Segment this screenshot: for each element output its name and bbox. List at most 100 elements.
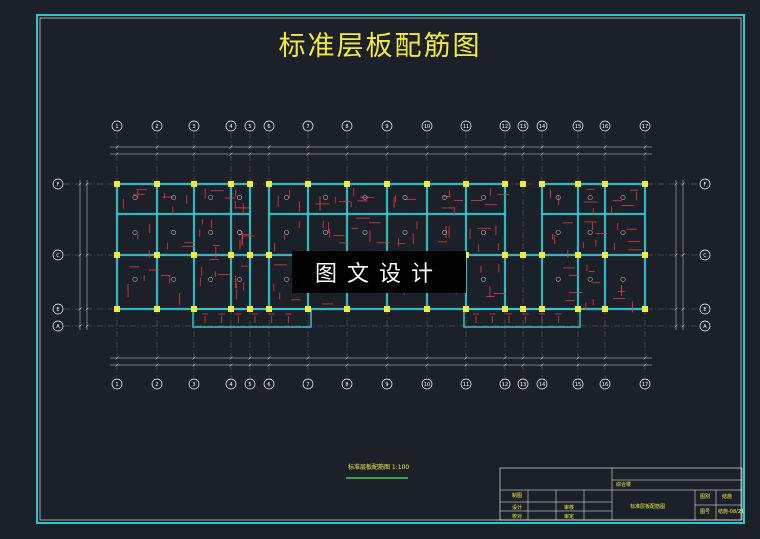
slab-tag bbox=[208, 276, 214, 282]
dimension-tick bbox=[385, 356, 389, 360]
axis-top-label-bubble bbox=[225, 120, 237, 132]
column bbox=[191, 252, 197, 258]
dimension-tick bbox=[306, 152, 310, 156]
dimension-tick bbox=[425, 152, 429, 156]
column bbox=[384, 306, 390, 312]
column bbox=[575, 306, 581, 312]
axis-bottom-label-bubble bbox=[244, 378, 256, 390]
dimension-tick bbox=[603, 356, 607, 360]
column bbox=[114, 306, 120, 312]
column bbox=[154, 306, 160, 312]
column bbox=[539, 181, 545, 187]
dimension-tick bbox=[540, 356, 544, 360]
axis-top-label: 10 bbox=[424, 124, 430, 130]
dimension-tick bbox=[306, 145, 310, 149]
title-block-project: 综合楼 bbox=[616, 482, 632, 488]
column bbox=[602, 306, 608, 312]
axis-top-label-bubble bbox=[572, 120, 584, 132]
axis-bottom-label-bubble bbox=[225, 378, 237, 390]
axis-top-label: 16 bbox=[602, 124, 608, 130]
column bbox=[520, 181, 526, 187]
column bbox=[539, 306, 545, 312]
axis-left-label: C bbox=[56, 253, 60, 259]
axis-bottom-label: 12 bbox=[502, 382, 508, 388]
slab-tag bbox=[323, 195, 328, 200]
dimension-tick bbox=[267, 152, 271, 156]
axis-bottom-label-bubble bbox=[639, 378, 651, 390]
slab-tag bbox=[237, 276, 242, 282]
column bbox=[344, 306, 350, 312]
outer-frame bbox=[36, 14, 745, 524]
axis-left-label: E bbox=[56, 307, 59, 313]
dimension-tick bbox=[248, 145, 252, 149]
column bbox=[502, 306, 508, 312]
column bbox=[463, 306, 469, 312]
axis-right-label: F bbox=[704, 182, 707, 188]
dimension-tick bbox=[464, 145, 468, 149]
slab-tag bbox=[402, 195, 408, 200]
dimension-tick bbox=[643, 152, 647, 156]
title-block-r1: 图别 bbox=[700, 494, 711, 500]
dimension-tick bbox=[521, 363, 525, 367]
axis-right-label-bubble bbox=[699, 178, 711, 190]
dimension-tick bbox=[425, 356, 429, 360]
axis-bottom-label-bubble bbox=[572, 378, 584, 390]
dimension-tick bbox=[229, 152, 233, 156]
slab-tag bbox=[555, 230, 561, 235]
axis-bottom-label: 17 bbox=[642, 382, 648, 388]
axis-top-label-bubble bbox=[341, 120, 353, 132]
axis-right-label: C bbox=[703, 253, 707, 259]
axis-bottom-label: 3 bbox=[192, 382, 195, 388]
column bbox=[191, 181, 197, 187]
inner-frame bbox=[39, 17, 742, 521]
floor-plan bbox=[114, 181, 648, 328]
title-block bbox=[499, 467, 743, 521]
slab-tag bbox=[481, 230, 486, 235]
column bbox=[502, 181, 508, 187]
axis-right-label: A bbox=[703, 324, 707, 330]
slab-tag bbox=[323, 230, 328, 235]
dimension-tick bbox=[229, 356, 233, 360]
dimension-tick bbox=[540, 363, 544, 367]
dimension-tick bbox=[603, 145, 607, 149]
axis-bottom-label-bubble bbox=[421, 378, 433, 390]
slab-tag bbox=[208, 230, 214, 235]
title-block-row2: 设计 bbox=[512, 505, 523, 511]
axis-bottom-label: 15 bbox=[575, 382, 581, 388]
dimension-tick bbox=[643, 145, 647, 149]
axis-top-label-bubble bbox=[263, 120, 275, 132]
axis-bottom-label-bubble bbox=[111, 378, 123, 390]
column bbox=[463, 252, 469, 258]
column bbox=[228, 181, 234, 187]
plan-caption: 标准层板配筋图 1:100 bbox=[348, 464, 410, 471]
dimension-tick bbox=[78, 324, 82, 328]
axis-top-label: 5 bbox=[248, 124, 251, 130]
axis-bottom-label-bubble bbox=[517, 378, 529, 390]
axis-left-label-bubble bbox=[52, 303, 64, 315]
axis-top-label: 12 bbox=[502, 124, 508, 130]
dimension-tick bbox=[643, 356, 647, 360]
slab-tag bbox=[284, 195, 289, 200]
column bbox=[154, 181, 160, 187]
axis-top-label-bubble bbox=[499, 120, 511, 132]
column bbox=[266, 252, 272, 258]
column bbox=[424, 181, 430, 187]
slab-tag bbox=[555, 195, 561, 200]
dimension-tick bbox=[681, 253, 685, 257]
dimension-tick bbox=[603, 152, 607, 156]
slab-tag bbox=[620, 230, 626, 235]
dimension-tick bbox=[306, 363, 310, 367]
dimension-tick bbox=[85, 182, 89, 186]
column bbox=[642, 252, 648, 258]
column bbox=[305, 306, 311, 312]
column bbox=[502, 252, 508, 258]
slab-tag bbox=[284, 230, 289, 235]
dimension-tick bbox=[603, 363, 607, 367]
axis-top-label-bubble bbox=[151, 120, 163, 132]
dimension-tick bbox=[155, 356, 159, 360]
column bbox=[520, 306, 526, 312]
axis-top-label: 6 bbox=[267, 124, 270, 130]
axis-top-label: 2 bbox=[155, 124, 158, 130]
drawing-title: 标准层板配筋图 bbox=[278, 31, 482, 62]
